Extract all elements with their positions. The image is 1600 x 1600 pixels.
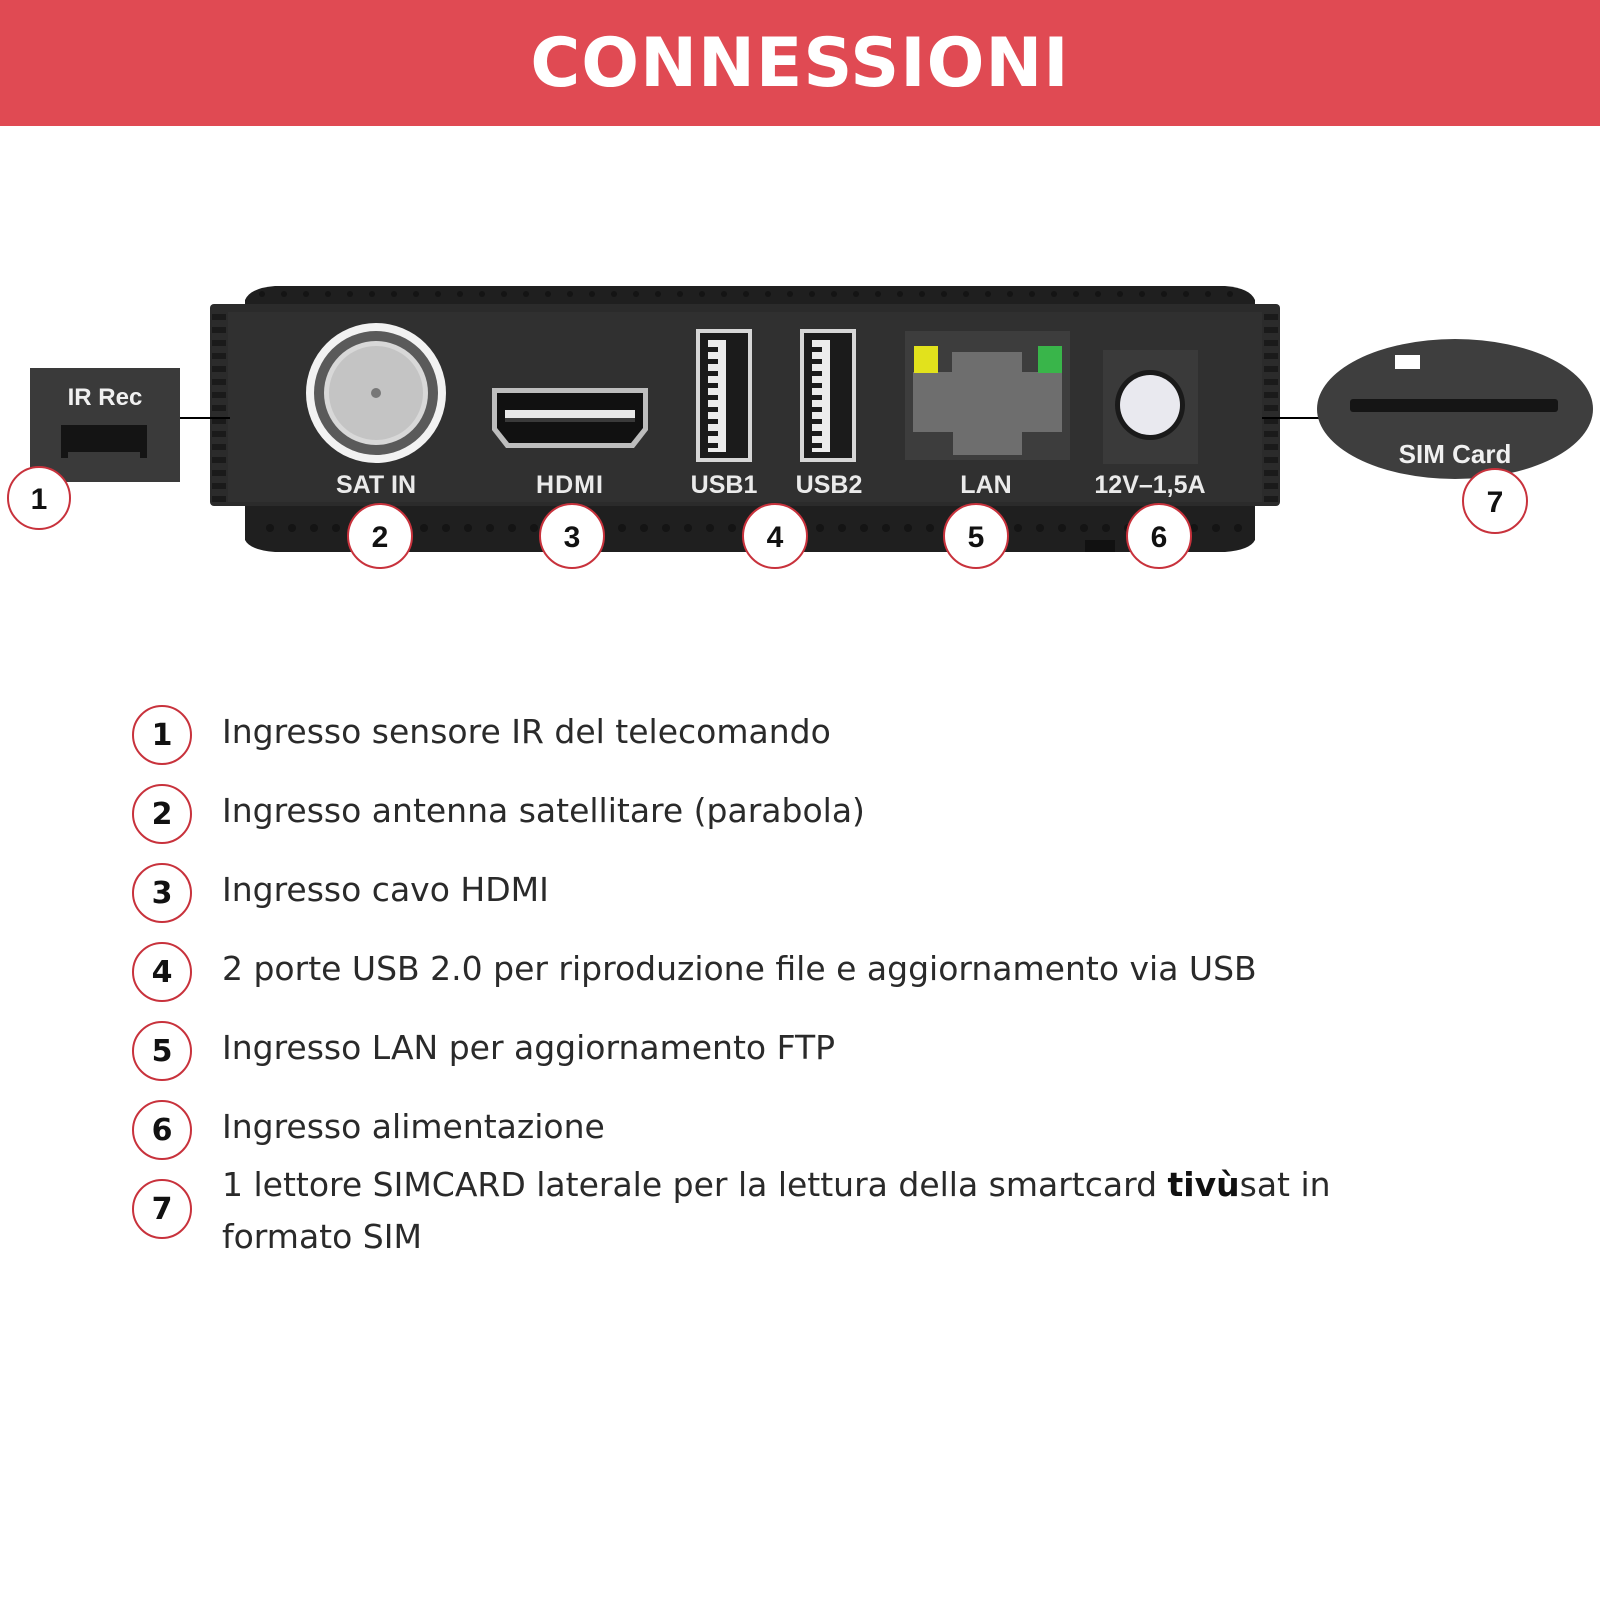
legend-text: 2 porte USB 2.0 per riproduzione file e … — [222, 949, 1257, 988]
legend-text: Ingresso sensore IR del telecomando — [222, 712, 831, 751]
power-jack — [1103, 350, 1198, 464]
label-hdmi: HDMI — [536, 471, 604, 499]
label-lan: LAN — [960, 471, 1011, 499]
callout-5: 5 — [943, 503, 1009, 569]
svg-text:1: 1 — [31, 483, 48, 516]
hdmi-port — [492, 388, 648, 448]
legend-number-badge: 1 — [132, 705, 192, 765]
legend-number-badge: 5 — [132, 1021, 192, 1081]
legend-text-part: sat in formato SIM — [222, 1165, 1331, 1256]
label-usb1: USB1 — [691, 471, 758, 499]
legend-text: Ingresso alimentazione — [222, 1107, 605, 1146]
label-ir-rec: IR Rec — [68, 384, 143, 411]
legend-text: Ingresso cavo HDMI — [222, 870, 549, 909]
label-sat-in: SAT IN — [336, 471, 416, 499]
sat-in-connector — [306, 323, 446, 463]
legend-number-badge: 4 — [132, 942, 192, 1002]
page-title: CONNESSIONI — [530, 23, 1070, 103]
svg-text:7: 7 — [1487, 486, 1504, 519]
callout-6: 6 — [1126, 503, 1192, 569]
receiver-rear-panel-diagram: SAT IN HDMI USB1 USB2 LAN 12V–1,5A IR Re… — [7, 286, 1593, 569]
label-power: 12V–1,5A — [1094, 471, 1205, 499]
callout-2: 2 — [347, 503, 413, 569]
legend-text: Ingresso antenna satellitare (parabola) — [222, 791, 865, 830]
label-usb2: USB2 — [796, 471, 863, 499]
legend-text: Ingresso LAN per aggiornamento FTP — [222, 1028, 836, 1067]
lan-led-left — [914, 346, 938, 373]
svg-text:6: 6 — [1151, 521, 1168, 554]
svg-text:3: 3 — [564, 521, 581, 554]
callout-1: 1 — [7, 466, 71, 530]
sim-card-inset: SIM Card — [1262, 339, 1593, 479]
svg-text:4: 4 — [767, 521, 784, 554]
legend-text-bold-brand: tivù — [1167, 1165, 1240, 1204]
legend-number-badge: 7 — [132, 1179, 192, 1239]
label-sim-card: SIM Card — [1399, 439, 1512, 469]
legend-number-badge: 6 — [132, 1100, 192, 1160]
lan-port — [905, 331, 1070, 460]
ir-rec-inset: IR Rec — [30, 368, 230, 482]
callout-3: 3 — [539, 503, 605, 569]
legend-text: 1 lettore SIMCARD laterale per la lettur… — [222, 1159, 1462, 1263]
svg-text:2: 2 — [372, 521, 389, 554]
lan-led-right — [1038, 346, 1062, 373]
title-banner: CONNESSIONI — [0, 0, 1600, 126]
legend-text-part: 1 lettore SIMCARD laterale per la lettur… — [222, 1165, 1168, 1204]
usb1-port — [696, 329, 752, 462]
callout-4: 4 — [742, 503, 808, 569]
callout-7: 7 — [1462, 468, 1528, 534]
legend-number-badge: 3 — [132, 863, 192, 923]
legend-number-badge: 2 — [132, 784, 192, 844]
svg-text:5: 5 — [968, 521, 985, 554]
usb2-port — [800, 329, 856, 462]
